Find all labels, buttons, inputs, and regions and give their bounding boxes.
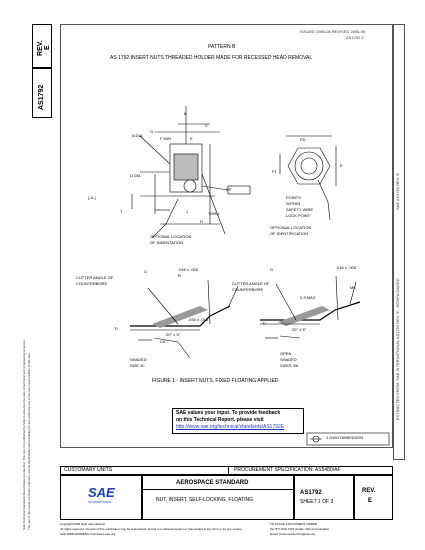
label-kp: KP [226,187,232,192]
left-rail-legal-2: The use of this report is entirely volun… [27,352,31,530]
left-rail-rev-box [32,24,52,68]
label-f-min: F MIN [160,136,171,141]
title-block-divider [228,466,229,475]
feedback-box [172,408,304,434]
label-points-note-1: POINTS [286,195,301,200]
label-optional-location-1: OPTIONAL LOCATION [150,234,192,239]
nut-hole [183,179,197,193]
det-right-size: SIZES 3/8 [280,363,299,368]
title-sheet: SHEET 1 OF 3 [300,499,334,505]
footer-line-1: Copyright 2006 SAE International [60,522,105,526]
label-t: T [120,209,123,214]
sae-logo-cell [60,475,142,520]
det-left-045: .045 ± .015 [188,317,208,322]
right-rail-text: EXTRACTED FROM: SAE INTERNATIONAL AS1792… [395,278,400,420]
label-points-note-3: SAFETY WIRE [286,207,314,212]
title-block-row1 [60,466,393,475]
det-left-20: 20° ± 5° [166,332,181,337]
footer-line-2: All rights reserved. No part of this pub… [60,527,243,531]
title-rev-value: E [368,498,373,504]
left-rail-doc-number: AS1792 [38,84,45,110]
det-right-open: OPEN [280,351,292,356]
det-left-shaded: SHADED [130,357,147,362]
sae-logo: SAE INTERNATIONAL [88,485,115,508]
left-rail-legal-1: SAE Technical Standards Board Rules prov… [22,339,26,530]
drawing-title-2: AS 1792 INSERT NUTS THREADED HOLDER MADE… [110,55,313,61]
det-left-r: R [178,273,181,278]
footer-line-4: Tel: 877-606-7323 (inside USA and Canada… [270,527,329,531]
title-cell-divider [142,489,294,490]
nut-hex-right [287,147,331,185]
docnum-cell [294,475,354,520]
left-rail-rev-label: REV. [37,40,44,56]
procurement-spec: PROCUREMENT SPECIFICATION: AS5480/AF [234,467,341,473]
rev-cell [354,475,393,520]
part-title: NUT, INSERT, SELF-LOCKING, FLOATING [156,497,254,503]
label-e-top: E [190,136,193,141]
det-right-g: G [270,267,274,272]
aerospace-standard: AEROSPACE STANDARD [176,480,249,486]
title-rev-label: REV. [362,488,376,494]
right-rail-text-2: SAE AS1792 REV. E [395,173,400,210]
label-points-note-2: WITHIN [286,201,301,206]
nut-round-right [294,151,324,181]
title-doc-number: AS1792 [300,490,322,496]
label-h: H [200,219,203,224]
label-dia-a: A DIA [132,133,143,138]
sae-logo-text: SAE [88,485,115,500]
det-right-ti: TI [262,321,266,326]
label-optional-location-r2: OF IDENTIFICATION [270,231,309,236]
det-left-note-1: CUTTER ANGLE OF [76,275,114,280]
customary-units: CUSTOMARY UNITS [64,467,113,473]
label-b1: B [184,111,187,116]
scale-box-text: 1 DWG DIMENSION [326,435,363,440]
left-rail-docnum-box [32,68,52,118]
det-left-ca: CA [160,339,166,344]
det-left-dim: .016 ± .005 [178,267,198,272]
header-top-right-2: AS1792 E [346,35,365,40]
label-thru: THRU [208,211,220,216]
scale-box [306,432,390,446]
footer-line-3: TO PLACE A DOCUMENT ORDER: [270,522,318,526]
det-left-g: G [144,269,148,274]
label-optional-location-r1: OPTIONAL LOCATION [270,225,312,230]
label-e-right: E [340,163,343,168]
feedback-line-1: SAE values your input. To provide feedba… [176,410,281,416]
det-right-20: 20° ± 5° [292,327,307,332]
sae-logo-sub: INTERNATIONAL [88,500,112,504]
drawing-frame [60,24,393,448]
det-right-note-1: CUTTER ANGLE OF [232,281,270,286]
det-right-0: 0.3 MAX [300,295,316,300]
left-rail-rev-value: E [44,45,51,50]
label-f1: F1 [272,169,277,174]
label-optional-location-2: OF INDENTATION [150,240,184,245]
header-top-right-1: ISSUED 1983-06 REVISED 2006-05 [300,29,366,34]
nut-thread-hatched [173,153,199,181]
det-left-note-2: COUNTERBORE [76,281,108,286]
figure-caption: FIGURE 1 - INSERT NUTS, FIXED FLOATING A… [152,378,279,384]
title-cell [142,475,294,520]
det-left-ti: TI [114,326,118,331]
technical-drawing [130,106,390,446]
label-c1: C [205,123,208,128]
det-left-size: SIZE 10 [130,363,145,368]
det-right-note-2: COUNTERBORE [232,287,264,292]
label-j: J [186,209,188,214]
footer-line-6: SAE WEB ADDRESS: http://www.sae.org [60,532,116,536]
feedback-line-2: on this Technical Report, please visit [176,417,264,423]
drawing-title-1: PATTERN B [208,44,236,50]
det-right-dim: .016 ± .005 [336,265,356,270]
det-right-mk: MK [350,285,356,290]
footer-line-5: Email: CustomerService@sae.org [270,532,316,536]
label-fd: FD [300,137,306,142]
label-points-note-4: LOCK POINT [286,213,311,218]
right-rail [393,24,405,460]
label-g-gap: G [150,129,154,134]
feedback-link[interactable]: http://www.sae.org/technical/standards/A… [176,424,285,430]
label-datum-a: [-A-] [88,195,96,200]
label-dia-d: D DIA [130,173,141,178]
det-right-shaded: SHADED [280,357,297,362]
